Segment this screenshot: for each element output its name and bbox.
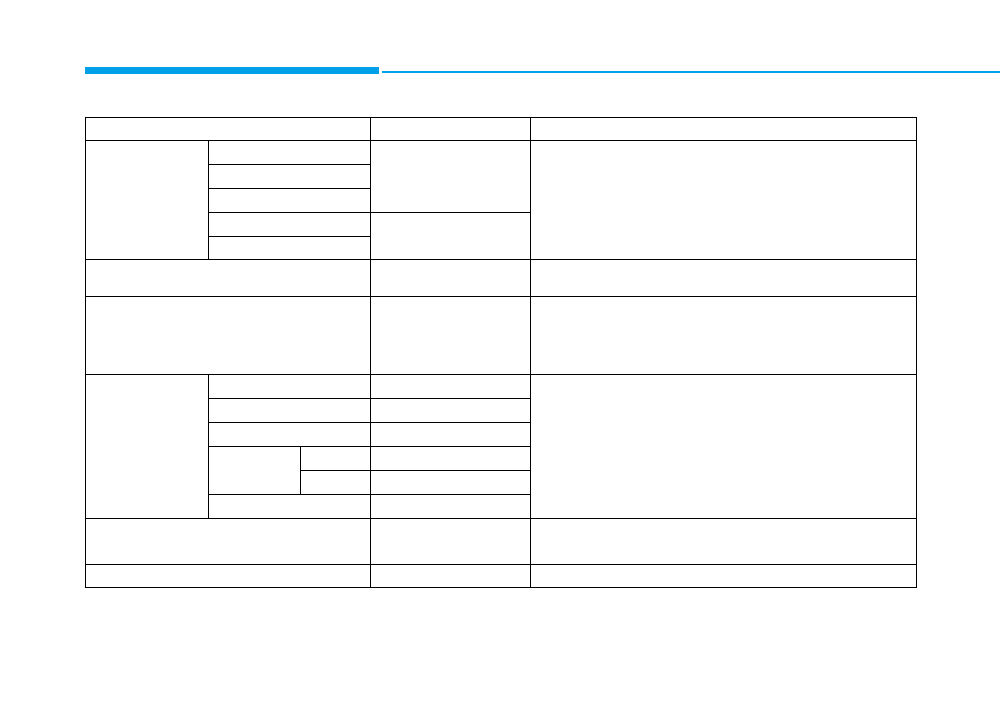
table-cell xyxy=(207,398,372,423)
table-cell xyxy=(370,140,532,213)
table-cell xyxy=(530,259,918,297)
table-cell xyxy=(530,140,918,260)
table-cell xyxy=(370,374,532,399)
header-rule-line xyxy=(382,71,1000,73)
table-cell xyxy=(207,164,372,189)
table-row xyxy=(84,564,918,588)
table-row xyxy=(86,494,917,519)
table-cell xyxy=(370,212,532,260)
table-header-cell xyxy=(530,117,918,141)
table-cell xyxy=(370,470,532,495)
table-cell xyxy=(299,470,372,495)
table-cell xyxy=(207,212,372,237)
table-cell xyxy=(370,296,532,375)
table-cell xyxy=(85,140,209,260)
table-row xyxy=(85,140,918,260)
table-row xyxy=(86,446,917,495)
table-cell xyxy=(370,494,532,519)
table-cell xyxy=(85,374,209,519)
header-accent-bar xyxy=(85,67,379,74)
table-cell xyxy=(208,446,301,495)
table-cell xyxy=(370,518,532,565)
table-cell xyxy=(84,296,372,375)
table-cell xyxy=(207,188,372,213)
table-header-cell xyxy=(370,117,532,141)
table-cell xyxy=(84,564,372,588)
table-cell xyxy=(207,422,372,447)
table-cell xyxy=(370,422,532,447)
table-cell xyxy=(370,446,532,471)
table-cell xyxy=(530,518,918,565)
table-cell xyxy=(299,446,372,471)
table-row xyxy=(86,398,917,423)
table-row xyxy=(85,374,918,519)
table-cell xyxy=(207,374,372,399)
specification-table xyxy=(84,117,918,588)
table-cell xyxy=(370,398,532,423)
table-row xyxy=(84,296,918,375)
table-header-row xyxy=(84,117,918,141)
table-row xyxy=(84,259,918,297)
table-cell xyxy=(207,140,372,165)
table-cell xyxy=(207,236,372,260)
table-cell xyxy=(370,564,532,588)
table-cell xyxy=(207,494,372,519)
table-cell xyxy=(530,374,918,519)
table-row xyxy=(86,470,917,495)
table-row xyxy=(84,518,918,565)
table-header-cell xyxy=(84,117,372,141)
table-cell xyxy=(530,564,918,588)
table-cell xyxy=(370,259,532,297)
table-row xyxy=(86,422,917,447)
table-cell xyxy=(84,259,372,297)
table-cell xyxy=(84,518,372,565)
table-cell xyxy=(530,296,918,375)
